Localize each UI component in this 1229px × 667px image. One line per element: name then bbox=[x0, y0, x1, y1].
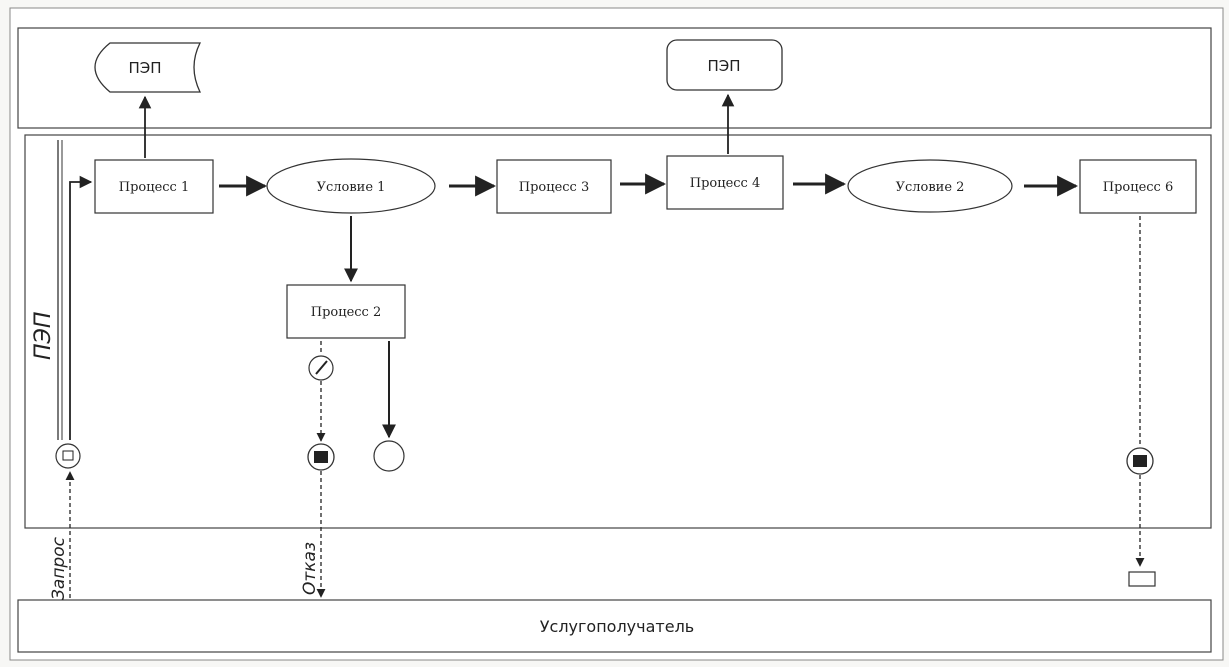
bottom-lane bbox=[17, 599, 1212, 653]
process-2 bbox=[286, 284, 406, 339]
process-2-label: Процесс 2 bbox=[311, 305, 382, 320]
process-6-label: Процесс 6 bbox=[1103, 180, 1174, 195]
edge-label-request: Запрос bbox=[49, 536, 69, 600]
top-lane bbox=[17, 27, 1212, 129]
process-4-label: Процесс 4 bbox=[690, 176, 761, 191]
arrow-request-p1 bbox=[69, 175, 93, 440]
condition-2-label: Условие 2 bbox=[896, 180, 965, 195]
envelope-icon-result bbox=[1133, 455, 1147, 467]
process-3-label: Процесс 3 bbox=[519, 180, 590, 195]
top-node-right bbox=[666, 39, 783, 91]
process-4 bbox=[666, 155, 784, 210]
envelope-icon-refusal bbox=[314, 451, 328, 463]
lane-label: ПЭП bbox=[31, 312, 56, 360]
top-node-right-label: ПЭП bbox=[707, 57, 740, 75]
result-document bbox=[1128, 571, 1156, 587]
top-node-left bbox=[94, 42, 202, 93]
pen-icon bbox=[315, 360, 328, 375]
condition-2 bbox=[847, 159, 1013, 213]
bottom-lane-label: Услугополучатель bbox=[540, 617, 694, 636]
middle-lane bbox=[24, 134, 1212, 529]
process-6 bbox=[1079, 159, 1197, 214]
envelope-icon-request bbox=[62, 450, 74, 461]
edge-label-refusal: Отказ bbox=[300, 542, 320, 595]
process-1 bbox=[94, 159, 214, 214]
end-event bbox=[373, 440, 405, 472]
process-1-label: Процесс 1 bbox=[119, 180, 190, 195]
top-node-left-label: ПЭП bbox=[128, 59, 161, 77]
condition-1-label: Условие 1 bbox=[317, 180, 386, 195]
process-3 bbox=[496, 159, 612, 214]
